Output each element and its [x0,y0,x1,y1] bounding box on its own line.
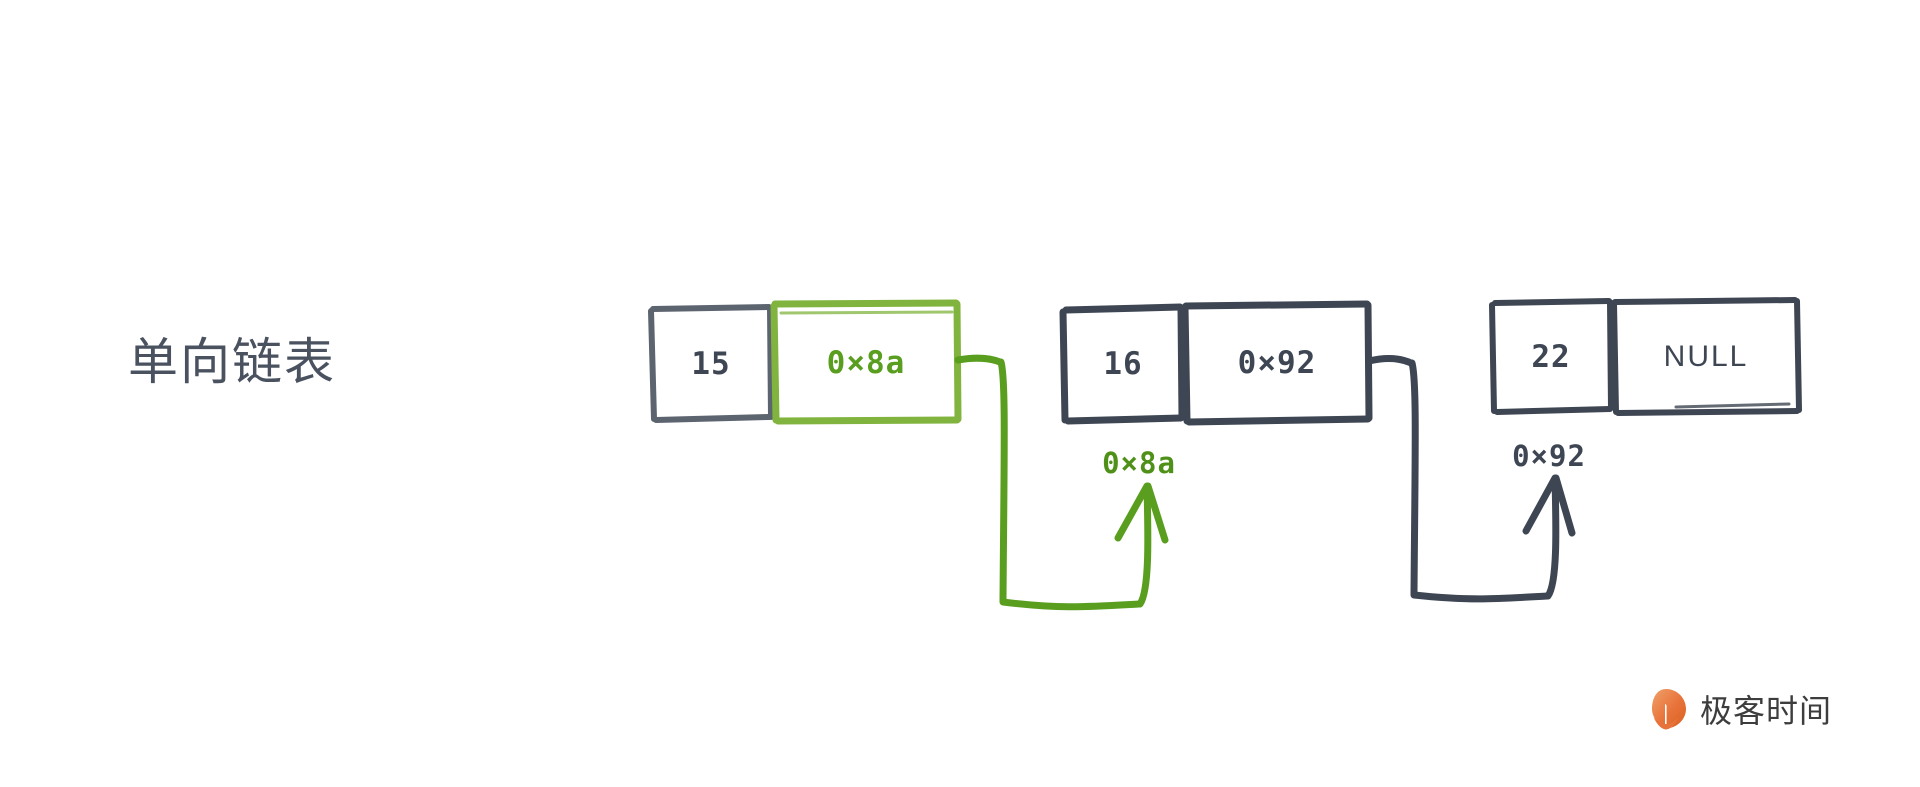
node-3-value-box [1489,298,1614,415]
connector-green [954,354,1169,611]
node-1-pointer: 0×8a [826,345,906,381]
brand-watermark: 极客时间 [1644,686,1832,732]
node-1-value-box [648,304,774,423]
page-title: 单向链表 [128,333,336,391]
connector-dark [1365,355,1576,603]
address-label-node-2: 0×8a [1102,446,1176,480]
geektime-logo-icon [1652,689,1686,730]
node-1-value: 15 [691,346,731,382]
node-3-value: 22 [1531,339,1571,375]
node-3-pointer-box [1611,297,1802,416]
node-2-pointer: 0×92 [1237,345,1317,381]
node-2-value: 16 [1103,346,1143,382]
node-3-pointer: NULL [1663,340,1749,373]
brand-name: 极客时间 [1700,692,1833,730]
node-2-value-box [1059,303,1186,425]
address-label-node-3: 0×92 [1512,439,1586,473]
